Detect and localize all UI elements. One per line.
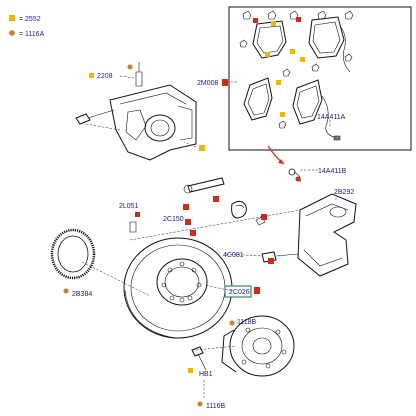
pad-clip-1: [242, 10, 252, 20]
label-2208[interactable]: 2208: [97, 73, 113, 80]
bleeder-screw: [135, 71, 143, 87]
pin-marker-red-5: [190, 230, 196, 236]
inset-marker-red-2: [296, 17, 301, 22]
inset-frame: [228, 6, 412, 151]
pad-clip-4: [317, 10, 327, 20]
abs-ring-marker-orange: [63, 288, 69, 294]
pad-clip-6: [239, 39, 248, 48]
label-2c026[interactable]: 2C026: [229, 289, 250, 296]
leader-lines: [81, 209, 301, 351]
label-14a411a[interactable]: 14A411A: [317, 114, 346, 121]
label-14a411b[interactable]: 14A411B: [318, 168, 347, 175]
legend-yellow-square-marker: [9, 15, 15, 21]
caliper-carrier: 2B292: [297, 189, 357, 277]
pin-marker-red-2: [213, 196, 219, 202]
label-4c081[interactable]: 4C081: [223, 252, 244, 259]
brake-pad-top-left: [252, 20, 287, 59]
label-hb1[interactable]: HB1: [199, 371, 213, 378]
pin-marker-red-1: [183, 204, 189, 210]
brake-pad-bottom-left: [243, 77, 273, 121]
pin-marker-red-4: [185, 219, 191, 225]
legend-entry-2552: = 2552: [19, 16, 41, 23]
label-1116b[interactable]: 1116B: [206, 403, 226, 410]
label-2c026-marker: [254, 287, 260, 294]
caliper: [109, 62, 205, 161]
brake-pad-top-right: [308, 16, 345, 59]
pad-kit-inset: 14A411A: [226, 6, 412, 151]
legend: = 2552 = 1116A: [9, 15, 45, 38]
pin-marker-red-3: [261, 214, 267, 220]
label-1118b[interactable]: 1118B: [237, 319, 257, 326]
guide-pin-small: [255, 216, 266, 226]
inset-marker-yellow-5: [276, 80, 281, 85]
label-2m008[interactable]: 2M008: [197, 80, 219, 87]
label-2208-marker: [89, 73, 94, 78]
brake-disc: [123, 237, 233, 339]
legend-orange-dot-marker: [9, 30, 15, 36]
label-2b292[interactable]: 2B292: [334, 189, 354, 196]
bleeder-marker-orange: [127, 64, 133, 70]
pad-clip-2: [267, 10, 277, 20]
inset-marker-red-1: [253, 18, 258, 23]
label-2c150[interactable]: 2C150: [163, 216, 184, 223]
bolt-marker-red: [268, 258, 274, 264]
hub-marker-orange: [229, 320, 235, 326]
pointer-arrowhead: [278, 159, 284, 164]
sensor-marker-red: [295, 176, 301, 182]
label-2b384[interactable]: 2B384: [72, 291, 92, 298]
hub-bolt-marker-orange: [197, 401, 203, 407]
guide-pin: [187, 177, 225, 193]
inset-marker-yellow-4: [300, 57, 305, 62]
guide-pin-set: [183, 177, 267, 236]
inset-marker-yellow-6: [280, 112, 285, 117]
caliper-marker-yellow: [199, 145, 205, 151]
hb1-marker-yellow: [188, 368, 193, 373]
caliper-bolt: [75, 109, 121, 131]
inset-marker-yellow-3: [265, 52, 270, 57]
label-2m008-marker: [222, 79, 228, 86]
label-2c026-highlight: [224, 285, 252, 298]
abs-reluctor-ring: 2B384: [50, 228, 96, 298]
brake-pad-bottom-right: [292, 79, 323, 125]
hub-bolt-hb1: HB1 1116B: [188, 346, 226, 410]
inset-marker-yellow-2: [290, 49, 295, 54]
label-2l051-marker: [135, 212, 140, 217]
bolt-4c081: 4C081: [223, 251, 299, 264]
pad-clip-5: [344, 10, 354, 20]
inset-marker-yellow-1: [271, 21, 276, 26]
pad-clip-9: [344, 53, 353, 62]
wear-sensor-lower: [321, 95, 337, 139]
wear-sensor-14a411b: 14A411B: [288, 168, 347, 183]
wear-sensor-upper: [339, 25, 351, 73]
guide-bush: [231, 200, 247, 219]
stud-2l051: [129, 221, 137, 233]
pad-clip-10: [278, 120, 287, 129]
pad-clip-7: [282, 68, 291, 77]
pad-clip-8: [311, 63, 320, 72]
label-2l051[interactable]: 2L051: [119, 203, 139, 210]
legend-entry-1116a: = 1116A: [19, 31, 45, 38]
wheel-hub: 1118B: [221, 315, 295, 377]
